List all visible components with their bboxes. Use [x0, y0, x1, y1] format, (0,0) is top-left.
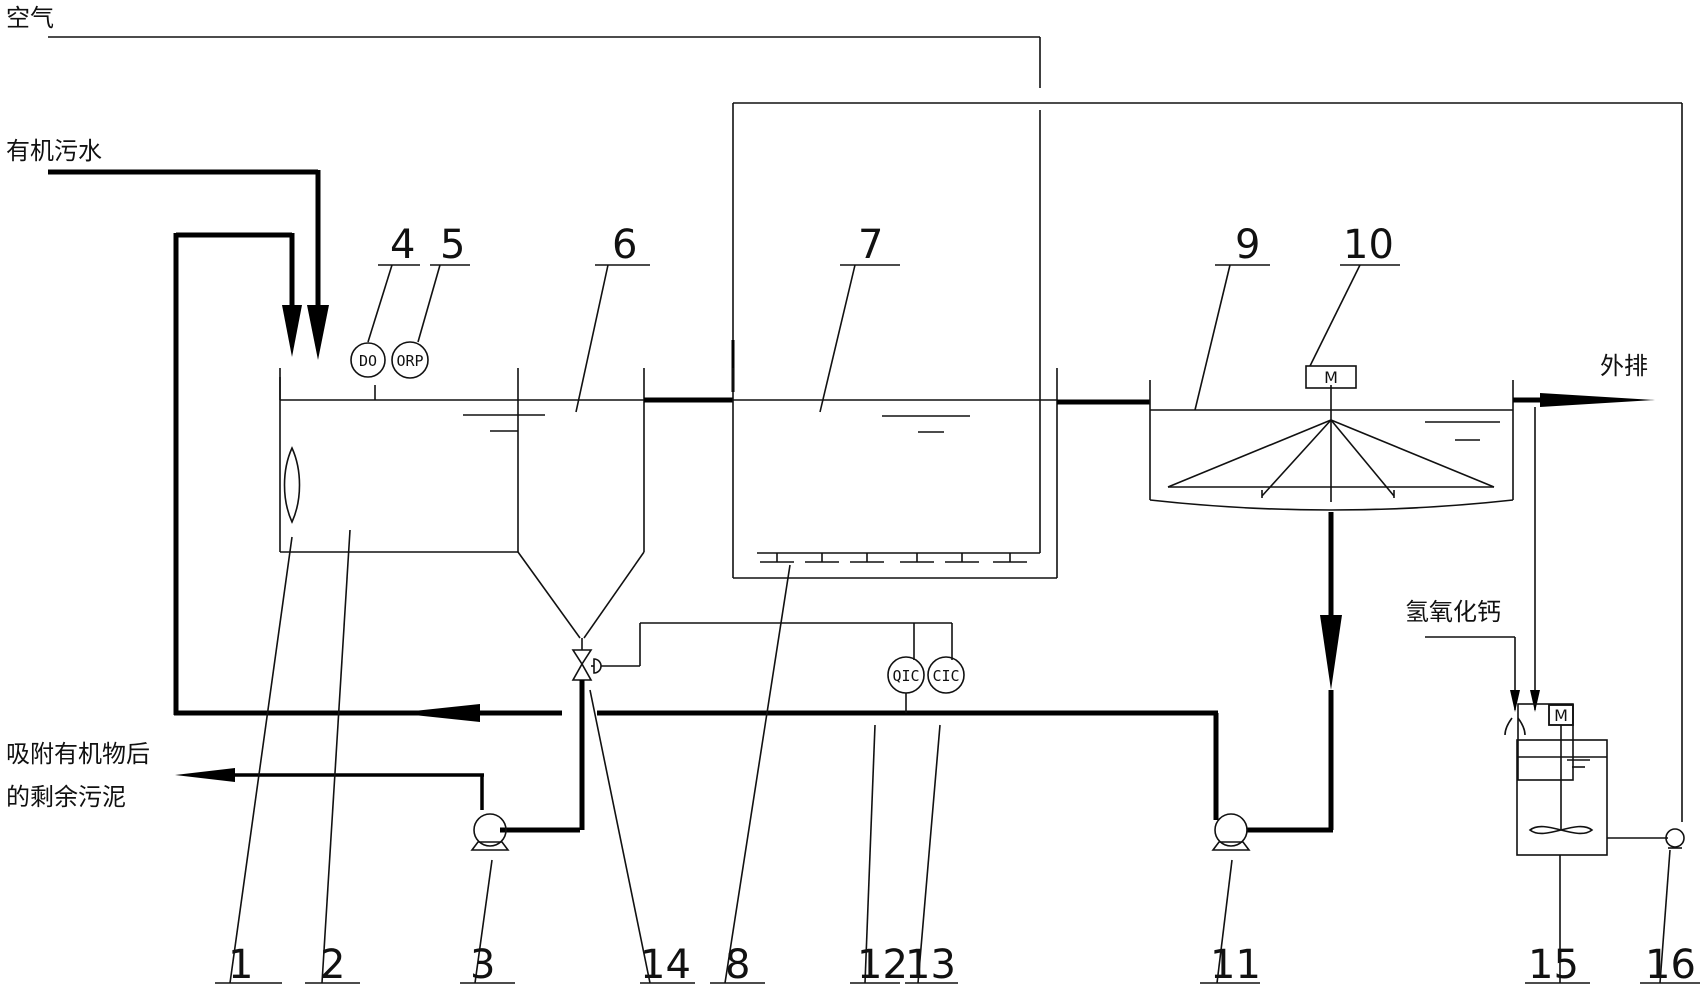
- control-valve: [500, 622, 953, 833]
- callout-numbers: 1 2 3 4 5 6 7 8 9 10 11 12 13 14 15 16: [215, 222, 1700, 988]
- orp-sensor: ORP: [391, 341, 429, 379]
- qic-controller: QIC: [887, 656, 925, 694]
- aeration-diffuser: [757, 552, 1040, 563]
- calcium-hydroxide-label: 氢氧化钙: [1405, 598, 1501, 626]
- callout-12: 12: [857, 942, 908, 988]
- callout-9: 9: [1235, 222, 1260, 268]
- clarifier: M: [1149, 365, 1655, 833]
- cic-label: CIC: [932, 667, 959, 685]
- orp-label: ORP: [396, 352, 423, 370]
- agitator-icon: [283, 446, 301, 524]
- leader-lines: [229, 264, 1671, 984]
- callout-16: 16: [1645, 942, 1696, 988]
- scraper-icon: [1167, 385, 1495, 502]
- wastewater-inlet: [48, 169, 329, 360]
- sludge-pump-icon: [470, 813, 510, 851]
- residual-sludge-label-2: 的剩余污泥: [6, 783, 126, 811]
- callout-5: 5: [440, 222, 465, 268]
- clarifier-motor-icon: M: [1305, 365, 1357, 389]
- residual-sludge-label-1: 吸附有机物后: [6, 740, 150, 768]
- callout-8: 8: [725, 942, 750, 988]
- callout-1: 1: [228, 942, 253, 988]
- settling-hopper: [463, 368, 733, 639]
- cic-controller: CIC: [927, 656, 965, 694]
- qic-label: QIC: [892, 667, 919, 685]
- organic-wastewater-label: 有机污水: [6, 137, 102, 165]
- adsorption-tank: [279, 368, 644, 553]
- air-label: 空气: [6, 4, 54, 32]
- do-sensor: DO: [350, 342, 386, 378]
- callout-6: 6: [612, 222, 637, 268]
- callout-13: 13: [905, 942, 956, 988]
- callout-11: 11: [1210, 942, 1261, 988]
- dosing-unit: M: [1425, 407, 1685, 856]
- sludge-recycle-loop: [173, 232, 1219, 820]
- callout-7: 7: [858, 222, 883, 268]
- aeration-tank: [732, 368, 1150, 579]
- dosing-pump-icon: [1665, 828, 1685, 849]
- callout-4: 4: [390, 222, 415, 268]
- mixer-motor-label: M: [1554, 706, 1568, 725]
- recycle-pump-icon: [1211, 813, 1251, 851]
- return-line-top: [731, 102, 1683, 822]
- callout-15: 15: [1528, 942, 1579, 988]
- callout-2: 2: [320, 942, 345, 988]
- callout-10: 10: [1343, 222, 1394, 268]
- mixer-motor-icon: M: [1548, 704, 1574, 726]
- do-label: DO: [359, 352, 377, 370]
- air-line: [48, 36, 1041, 563]
- callout-3: 3: [470, 942, 495, 988]
- callout-14: 14: [640, 942, 691, 988]
- discharge-label: 外排: [1600, 352, 1648, 380]
- clarifier-motor-label: M: [1324, 368, 1338, 387]
- residual-sludge-outlet: [175, 768, 484, 810]
